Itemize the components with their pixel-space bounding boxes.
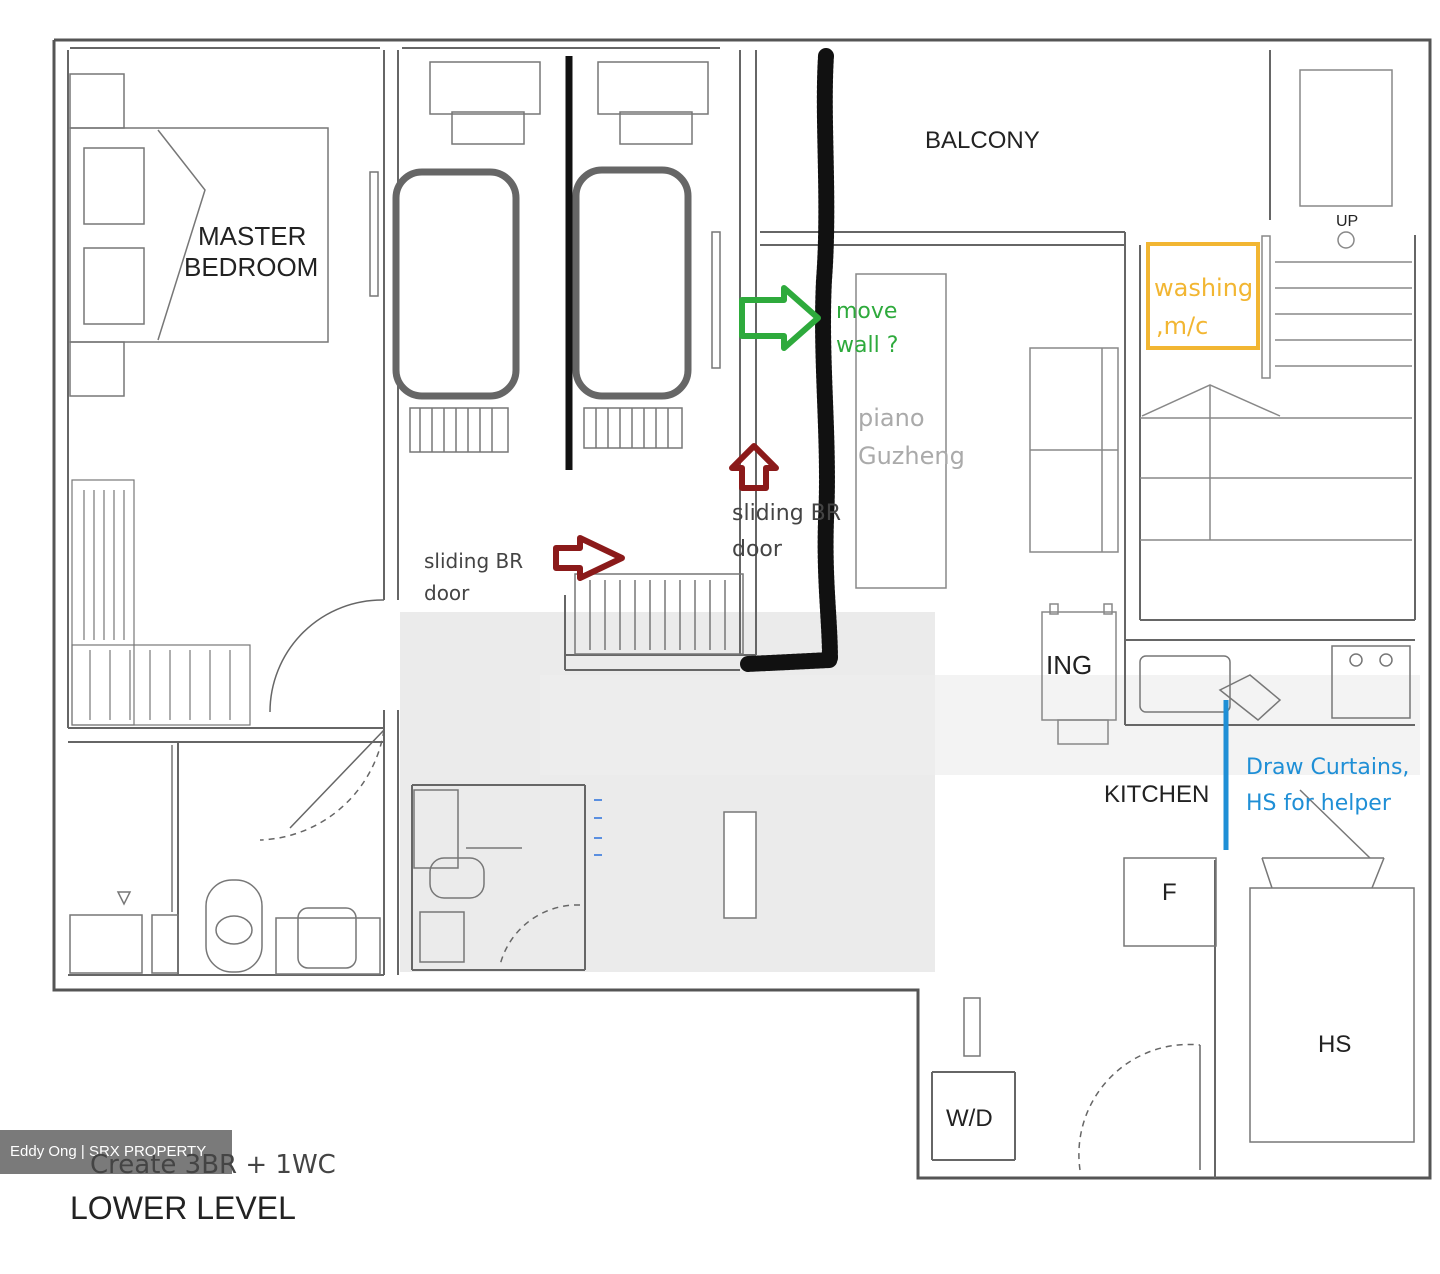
- master-bed: [69, 73, 379, 397]
- interior-walls: [67, 47, 1416, 1178]
- staircase: [1140, 69, 1412, 541]
- kitchen-fixtures: [963, 645, 1415, 1143]
- washing-machine-box: [1146, 242, 1260, 350]
- move-wall-label-2: wall ?: [836, 333, 898, 358]
- hs-label: HS: [1318, 1031, 1351, 1058]
- door-swings: [259, 599, 1201, 1171]
- balcony-label: BALCONY: [925, 127, 1040, 154]
- washing-label-1: washing: [1154, 274, 1253, 302]
- dining-label: ING: [1046, 650, 1092, 680]
- blue-tick-marks: [594, 799, 602, 856]
- outer-walls: [52, 38, 1432, 1180]
- master-bedroom-label-2: BEDROOM: [184, 252, 318, 282]
- grey-overlay: [400, 612, 935, 972]
- up-arrow-red: [729, 443, 779, 491]
- living-furniture: [855, 273, 1119, 745]
- curtain-label-1: Draw Curtains,: [1246, 755, 1409, 780]
- washing-label-2: ,m/c: [1156, 312, 1208, 340]
- sliding-door-right-label-1: sliding BR: [732, 501, 841, 526]
- piano-label-1: piano: [858, 404, 925, 432]
- caption: Create 3BR + 1WC: [90, 1150, 336, 1180]
- new-wall-scribble: [740, 48, 839, 672]
- bathroom-fixtures: [69, 745, 381, 975]
- sliding-door-left-label-2: door: [424, 581, 470, 605]
- grey-area-bathroom: [413, 789, 757, 963]
- master-bedroom-label-1: MASTER: [198, 221, 306, 251]
- kitchen-label: KITCHEN: [1104, 781, 1209, 808]
- sliding-door-left-label-1: sliding BR: [424, 549, 523, 573]
- right-arrow-red: [553, 535, 625, 581]
- fridge-label: F: [1162, 879, 1177, 906]
- up-label: UP: [1336, 213, 1358, 230]
- sliding-door-right-label-2: door: [732, 537, 783, 562]
- bedroom-beds: [392, 61, 744, 655]
- curtain-label-2: HS for helper: [1246, 791, 1392, 816]
- move-wall-label-1: move: [836, 299, 897, 324]
- piano-label-2: Guzheng: [858, 442, 965, 470]
- move-wall-arrow: [739, 285, 821, 351]
- wardrobe: [71, 479, 251, 726]
- watermark: Eddy Ong | SRX PROPERTY: [0, 1130, 232, 1174]
- level-label: LOWER LEVEL: [70, 1190, 296, 1226]
- wd-label: W/D: [946, 1105, 993, 1132]
